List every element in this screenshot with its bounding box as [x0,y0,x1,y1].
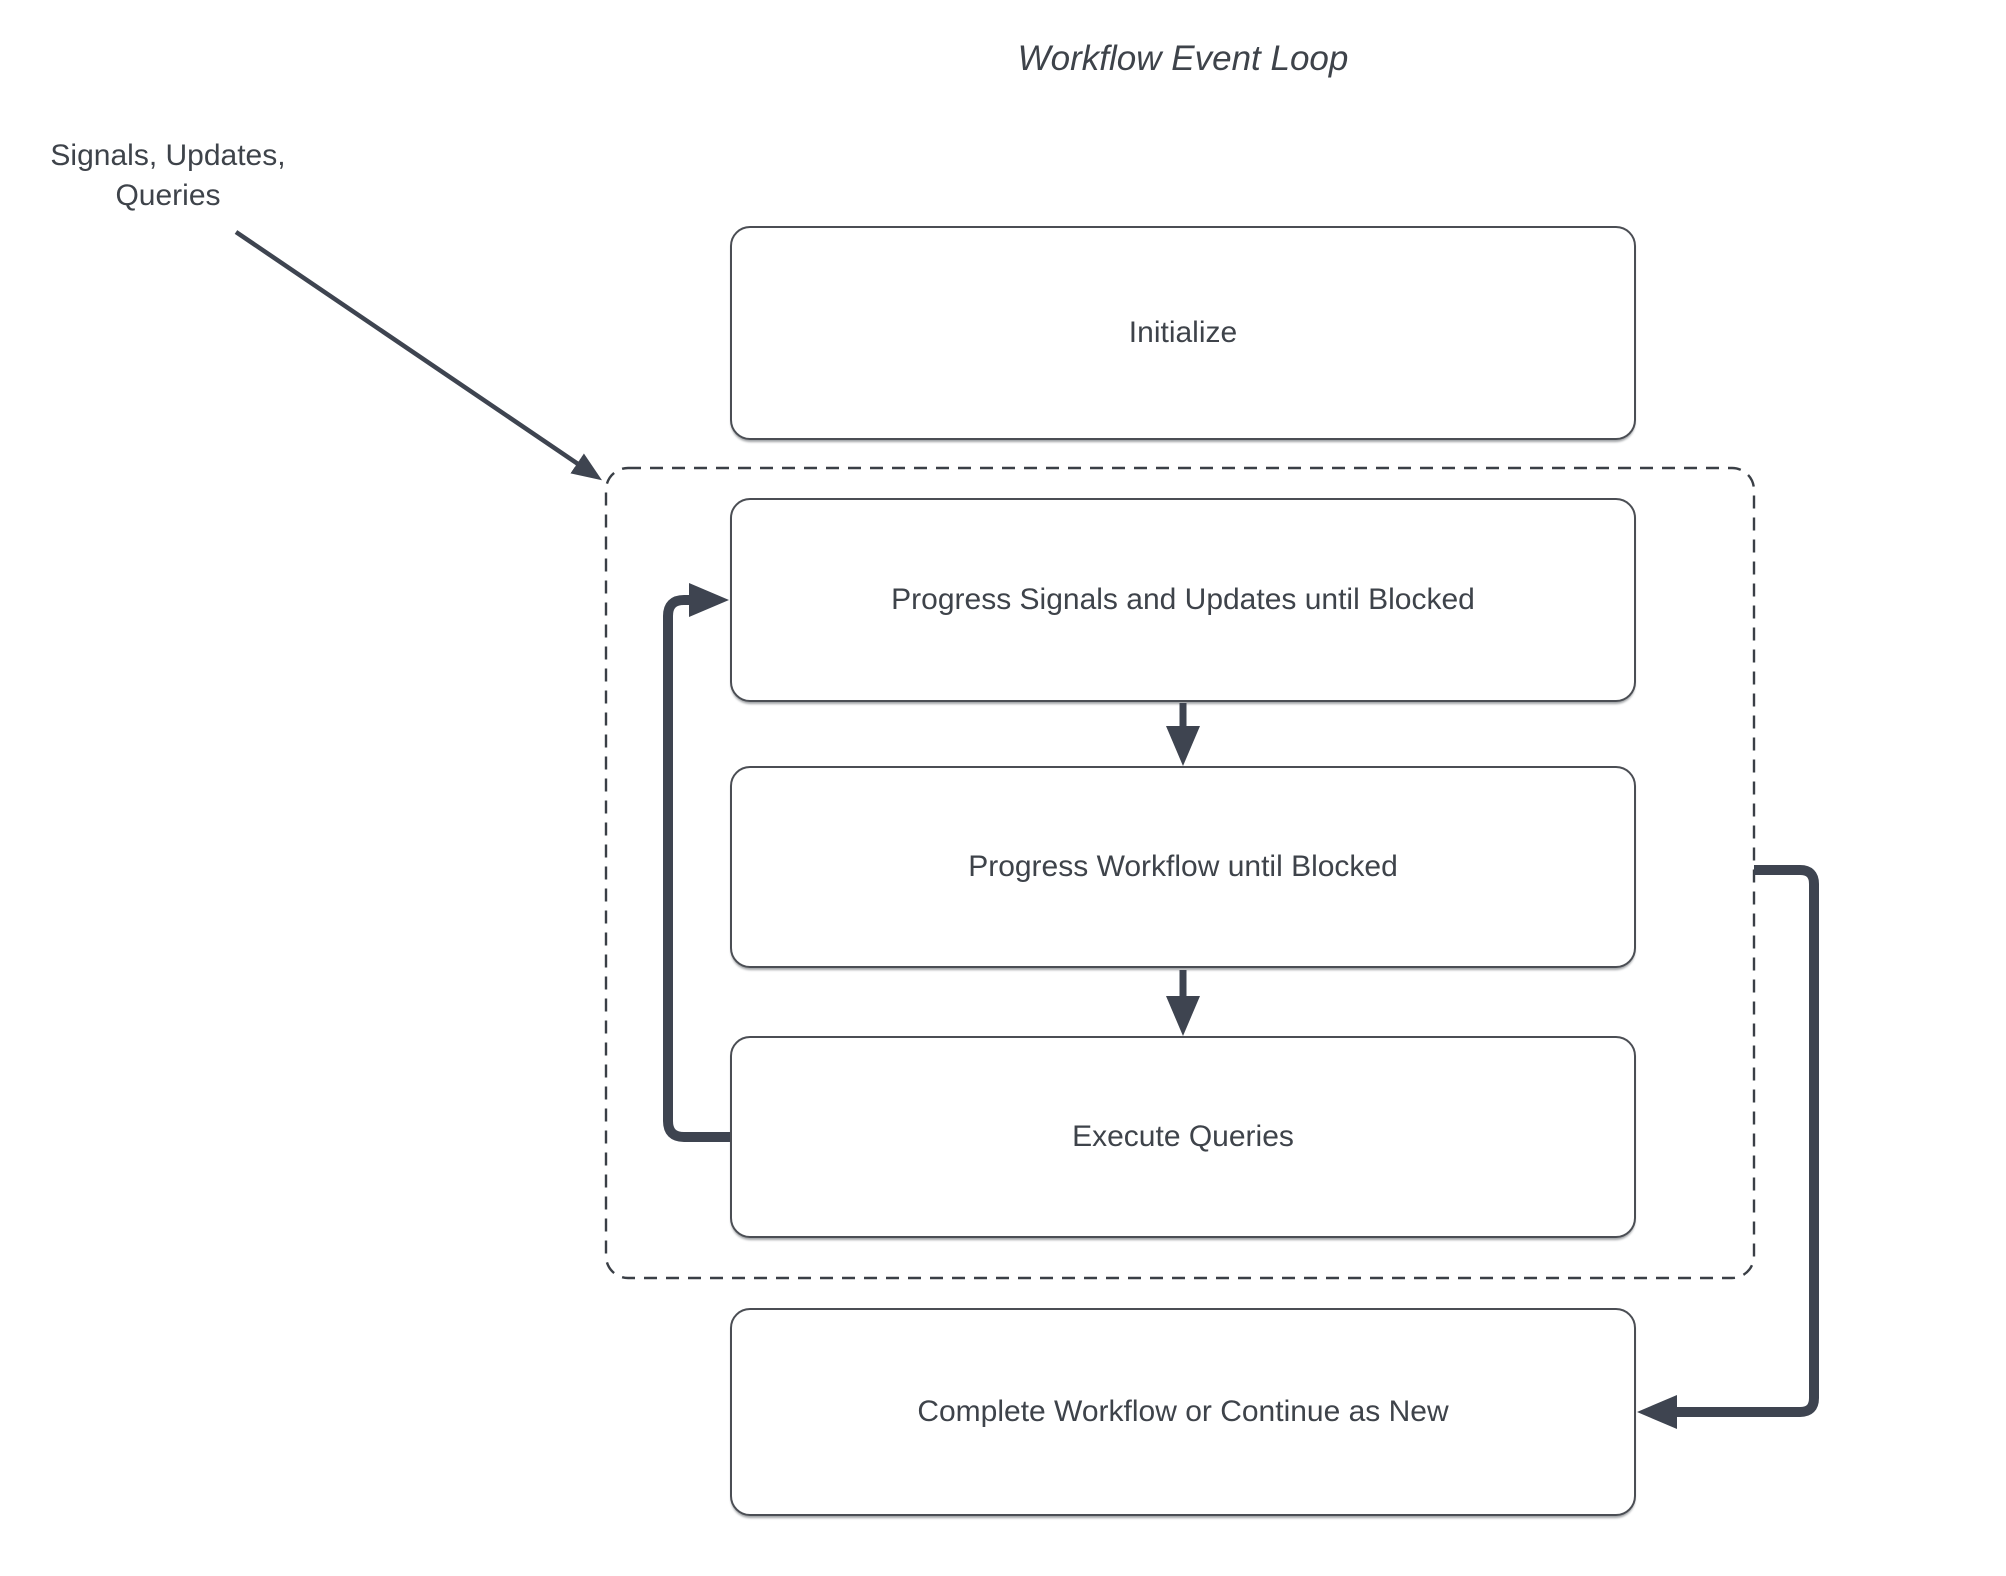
page-title: Workflow Event Loop [1017,39,1349,78]
continue-arrow [1637,865,1819,1429]
node-initialize: Initialize [730,226,1636,440]
node-progress-workflow: Progress Workflow until Blocked [730,766,1636,968]
node-execute-queries-label: Execute Queries [1072,1120,1294,1153]
loop-back-arrow [663,583,730,1142]
node-complete-workflow: Complete Workflow or Continue as New [730,1308,1636,1516]
node-progress-signals-label: Progress Signals and Updates until Block… [891,583,1475,616]
node-progress-signals-and-updates: Progress Signals and Updates until Block… [730,498,1636,702]
node-initialize-label: Initialize [1128,316,1238,349]
signals-updates-queries-label: Signals, Updates, Queries [50,139,286,212]
signals-input-arrow [234,230,602,481]
node-progress-workflow-label: Progress Workflow until Blocked [968,850,1398,883]
node-execute-queries: Execute Queries [730,1036,1636,1238]
node-complete-workflow-label: Complete Workflow or Continue as New [917,1395,1449,1428]
